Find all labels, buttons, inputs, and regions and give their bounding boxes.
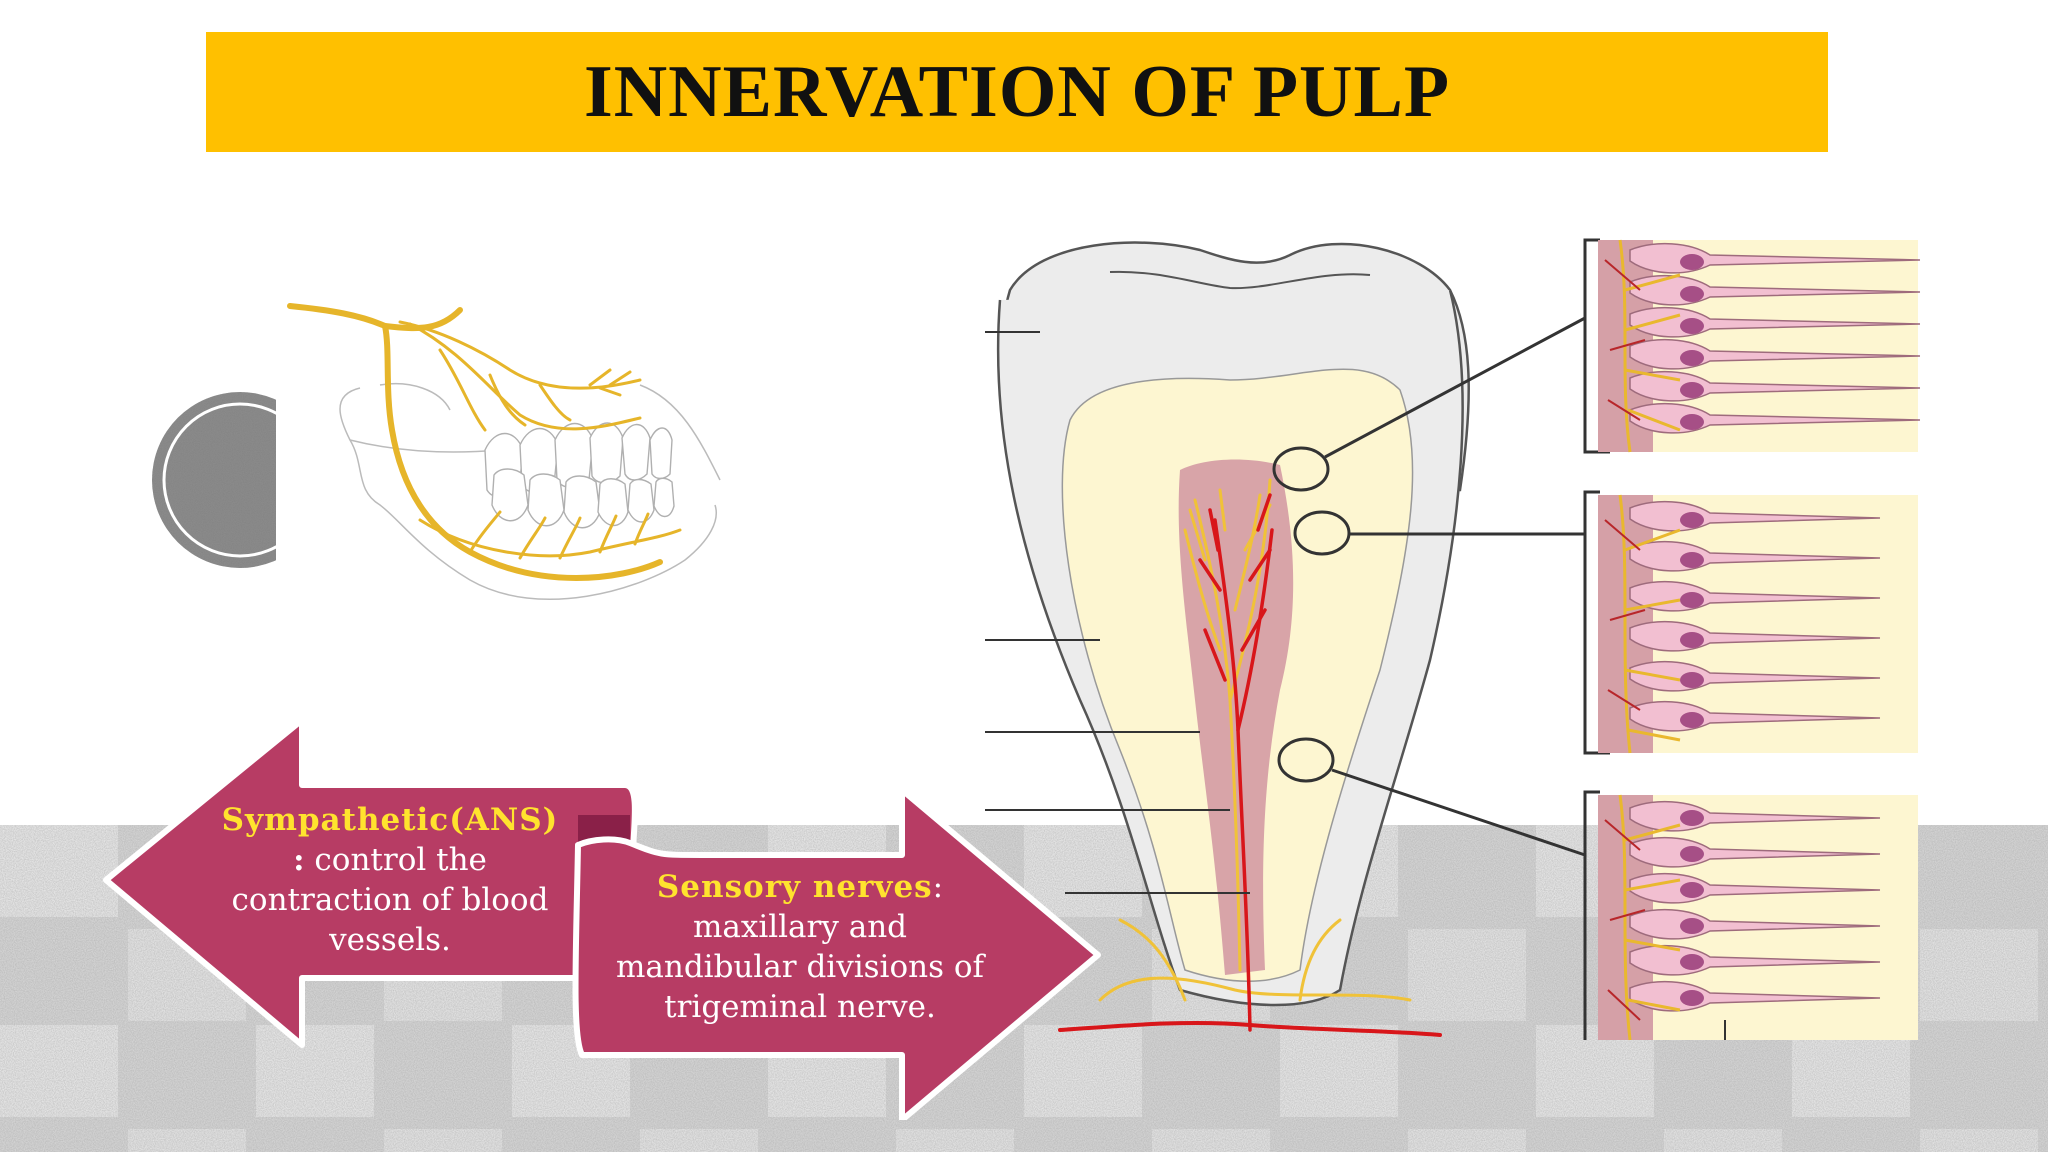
sensory-arrow-shape	[572, 787, 1101, 1120]
title-bar: INNERVATION OF PULP	[206, 32, 1828, 152]
sympathetic-text: control the contraction of blood vessels…	[231, 842, 549, 958]
tooth-pulp-diagram	[985, 238, 1921, 1041]
odontoblast-panel-1	[1598, 239, 1921, 453]
sympathetic-callout: Sympathetic(ANS) : control the contracti…	[210, 800, 570, 960]
odontoblast-panel-3	[1598, 794, 1918, 1041]
sensory-text: maxillary and mandibular divisions of tr…	[615, 909, 985, 1025]
sensory-heading: Sensory nerves	[656, 869, 933, 905]
sensory-callout: Sensory nerves: maxillary and mandibular…	[600, 867, 1000, 1027]
sympathetic-colon: :	[293, 842, 305, 878]
callout-arrows	[103, 717, 1101, 1120]
odontoblast-panel-2	[1598, 494, 1918, 754]
jaw-nerve-illustration	[287, 303, 721, 600]
sympathetic-heading: Sympathetic(ANS)	[221, 802, 559, 838]
slide-title: INNERVATION OF PULP	[583, 50, 1451, 133]
sympathetic-arrow-shape	[103, 717, 638, 1048]
sensory-colon: :	[932, 869, 944, 905]
textured-circle-icon	[148, 388, 276, 572]
